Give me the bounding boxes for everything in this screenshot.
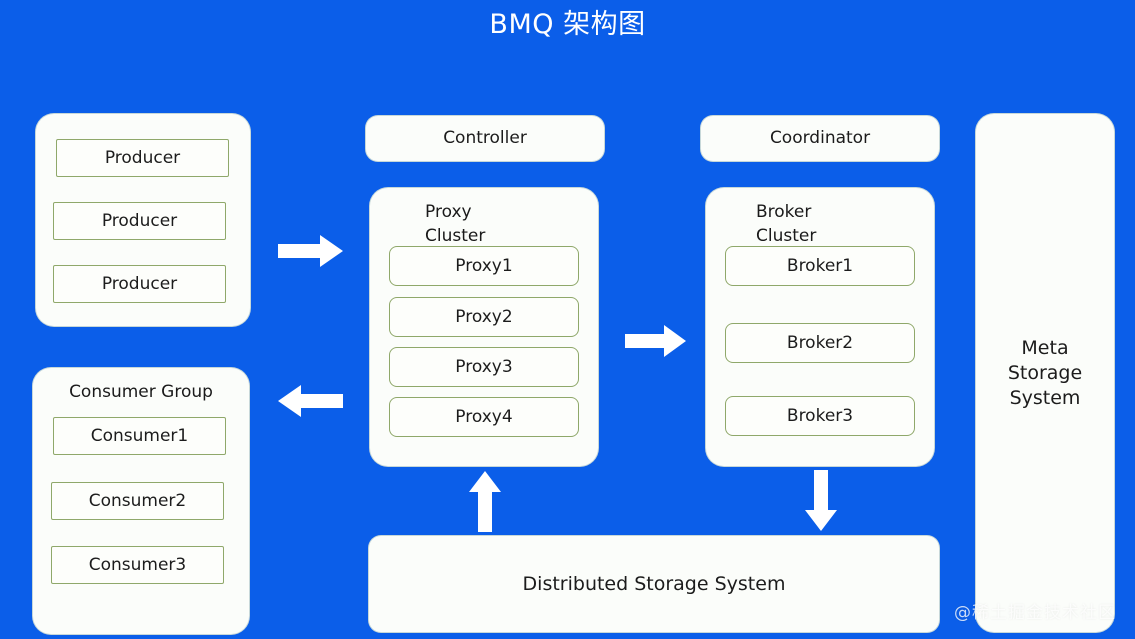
broker-item-1[interactable]: Broker1 bbox=[725, 246, 915, 286]
proxy-item-1-label: Proxy1 bbox=[455, 256, 513, 276]
broker-item-3[interactable]: Broker3 bbox=[725, 396, 915, 436]
producer-item-1[interactable]: Producer bbox=[56, 139, 229, 177]
coordinator-label: Coordinator bbox=[769, 128, 871, 148]
consumer-group-title: Consumer Group bbox=[69, 382, 213, 402]
proxy-cluster-panel: Proxy Cluster Proxy1 Proxy2 Proxy3 Proxy… bbox=[370, 188, 598, 466]
consumer-item-1-label: Consumer1 bbox=[90, 426, 189, 446]
distributed-storage-panel[interactable]: Distributed Storage System bbox=[369, 536, 939, 632]
proxy-item-3-label: Proxy3 bbox=[455, 357, 513, 377]
proxy-item-3[interactable]: Proxy3 bbox=[389, 347, 579, 387]
watermark: @稀土掘金技术社区 bbox=[954, 603, 1116, 623]
proxy-item-2[interactable]: Proxy2 bbox=[389, 297, 579, 337]
consumer-item-2-label: Consumer2 bbox=[88, 491, 187, 511]
proxy-item-4[interactable]: Proxy4 bbox=[389, 397, 579, 437]
producer-item-2-label: Producer bbox=[101, 211, 178, 231]
page-title: BMQ 架构图 bbox=[489, 9, 646, 40]
consumer-group-panel: Consumer Group Consumer1 Consumer2 Consu… bbox=[33, 368, 249, 634]
consumer-item-3-label: Consumer3 bbox=[88, 555, 187, 575]
distributed-storage-label: Distributed Storage System bbox=[522, 572, 786, 595]
consumer-item-1[interactable]: Consumer1 bbox=[53, 417, 226, 455]
producer-item-3-label: Producer bbox=[101, 274, 178, 294]
arrow-proxy-to-consumer-icon bbox=[277, 384, 343, 418]
proxy-item-4-label: Proxy4 bbox=[455, 407, 513, 427]
meta-storage-label: Meta Storage System bbox=[1007, 336, 1083, 409]
producer-group-panel: Producer Producer Producer bbox=[36, 114, 250, 326]
producer-item-1-label: Producer bbox=[104, 148, 181, 168]
broker-item-2[interactable]: Broker2 bbox=[725, 323, 915, 363]
broker-item-3-label: Broker3 bbox=[786, 406, 854, 426]
consumer-item-3[interactable]: Consumer3 bbox=[51, 546, 224, 584]
producer-item-3[interactable]: Producer bbox=[53, 265, 226, 303]
controller-label: Controller bbox=[443, 128, 527, 148]
proxy-item-1[interactable]: Proxy1 bbox=[389, 246, 579, 286]
consumer-item-2[interactable]: Consumer2 bbox=[51, 482, 224, 520]
broker-item-2-label: Broker2 bbox=[786, 333, 854, 353]
controller-panel[interactable]: Controller bbox=[366, 116, 604, 161]
arrow-proxy-to-broker-icon bbox=[625, 324, 687, 358]
meta-storage-panel[interactable]: Meta Storage System bbox=[976, 114, 1114, 632]
proxy-item-2-label: Proxy2 bbox=[455, 307, 513, 327]
arrow-producer-to-proxy-icon bbox=[278, 234, 344, 268]
producer-item-2[interactable]: Producer bbox=[53, 202, 226, 240]
coordinator-panel[interactable]: Coordinator bbox=[701, 116, 939, 161]
broker-item-1-label: Broker1 bbox=[786, 256, 854, 276]
broker-cluster-panel: Broker Cluster Broker1 Broker2 Broker3 bbox=[706, 188, 934, 466]
arrow-broker-to-storage-icon bbox=[804, 470, 838, 532]
proxy-cluster-title: Proxy Cluster bbox=[425, 202, 486, 246]
arrow-storage-to-proxy-icon bbox=[468, 470, 502, 532]
broker-cluster-title: Broker Cluster bbox=[756, 202, 817, 246]
